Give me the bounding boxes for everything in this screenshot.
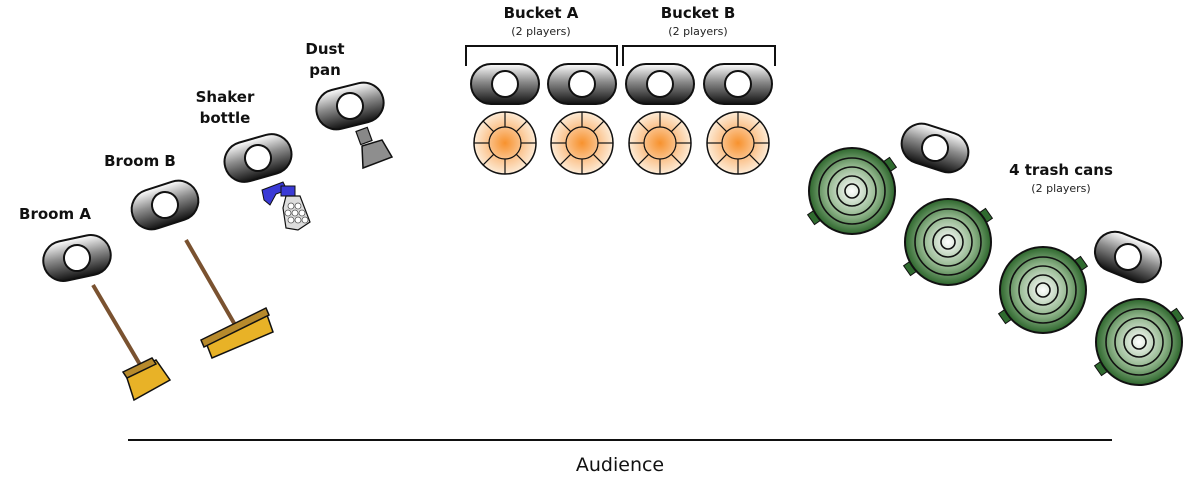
- trash-cans-label: 4 trash cans: [1009, 161, 1113, 179]
- bucket-a-players: (2 players): [511, 25, 571, 38]
- spotlight-icon: [703, 63, 773, 105]
- spotlight-icon: [1087, 224, 1169, 290]
- broom-b-label: Broom B: [104, 152, 176, 170]
- audience-label: Audience: [575, 454, 665, 476]
- shaker-bottle-label-line2: bottle: [199, 109, 251, 127]
- spotlight-icon: [625, 63, 695, 105]
- spray-bottle-icon: [261, 181, 311, 231]
- dust-pan-label-line1: Dust: [305, 40, 345, 58]
- bucket-icon: [550, 111, 614, 175]
- spotlight-icon: [311, 77, 389, 135]
- bucket-a-bracket: [465, 45, 618, 66]
- dust-pan-label-line2: pan: [309, 61, 341, 79]
- bucket-icon: [473, 111, 537, 175]
- broom-icon: [91, 283, 172, 402]
- bucket-icon: [628, 111, 692, 175]
- bucket-b-players: (2 players): [668, 25, 728, 38]
- spotlight-icon: [125, 174, 205, 236]
- trash-cans-players: (2 players): [1031, 182, 1091, 195]
- broom-icon: [184, 238, 274, 359]
- bucket-icon: [706, 111, 770, 175]
- bucket-b-bracket: [622, 45, 776, 66]
- bucket-b-label: Bucket B: [660, 4, 736, 22]
- broom-a-label: Broom A: [19, 205, 91, 223]
- trash-can-icon: [806, 147, 898, 235]
- trash-can-icon: [1093, 298, 1185, 386]
- dust-pan-icon: [355, 126, 394, 170]
- spotlight-icon: [38, 230, 116, 286]
- trash-can-icon: [997, 246, 1089, 334]
- spotlight-icon: [218, 128, 298, 188]
- spotlight-icon: [547, 63, 617, 105]
- spotlight-icon: [470, 63, 540, 105]
- spotlight-icon: [895, 117, 975, 179]
- trash-can-icon: [902, 198, 994, 286]
- shaker-bottle-label-line1: Shaker: [195, 88, 255, 106]
- bucket-a-label: Bucket A: [503, 4, 579, 22]
